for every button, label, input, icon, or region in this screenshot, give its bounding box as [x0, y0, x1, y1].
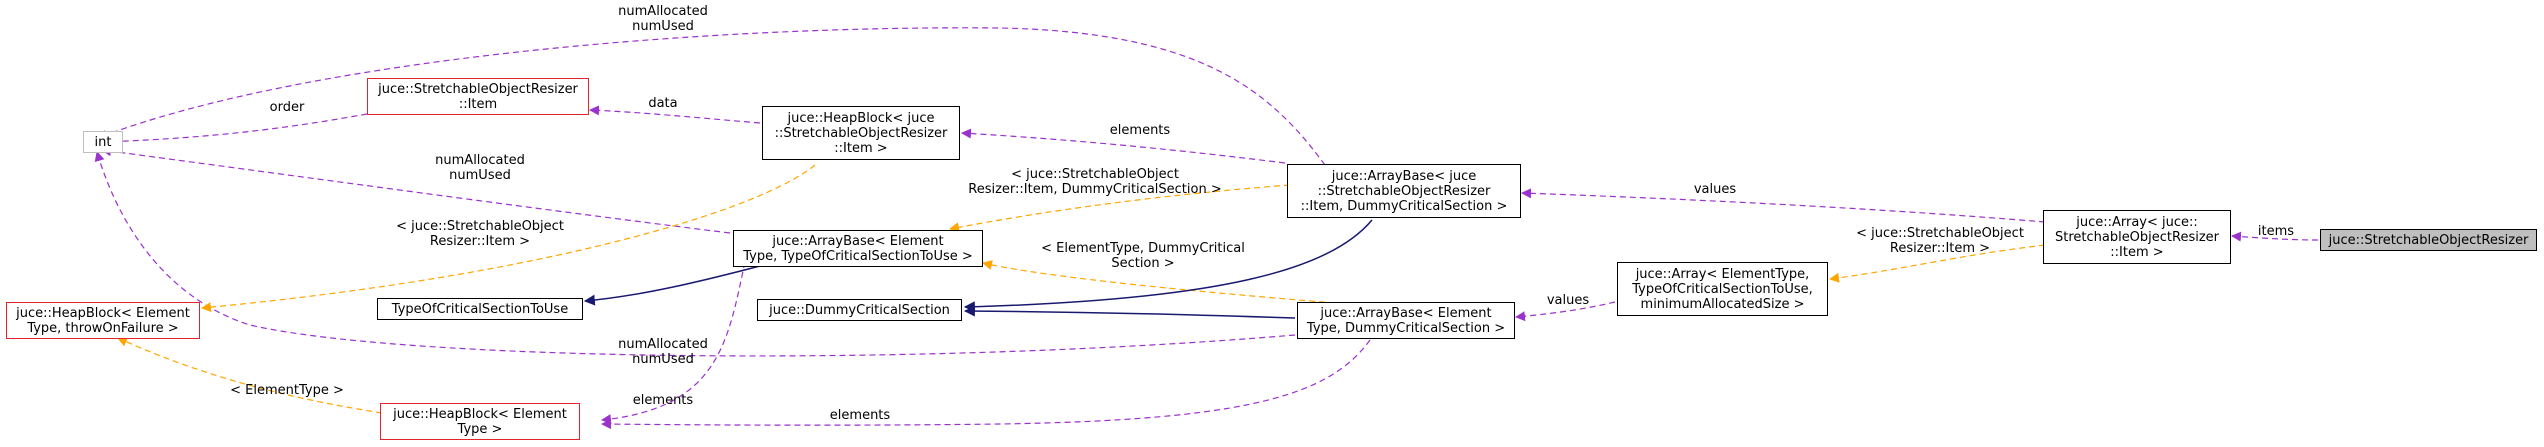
node-arraybase-juce[interactable]: juce::ArrayBase< juce ::StretchableObjec…	[1287, 164, 1521, 218]
label-data: data	[648, 96, 677, 111]
edge-array-generic-to-arraybase-elem-dummy	[1515, 301, 1616, 322]
edge-tmpl-heapblock-item-to-heapblock-generic	[201, 164, 816, 313]
node-heapblock-generic[interactable]: juce::HeapBlock< Element Type, throwOnFa…	[6, 302, 200, 339]
label-order: order	[270, 100, 305, 115]
edge-tmpl-heapblock-elem-to-heapblock-generic	[117, 337, 383, 414]
label-values-mid: values	[1547, 293, 1590, 308]
edge-resizer-to-array-item	[2231, 231, 2319, 242]
node-arraybase-elem-dummy[interactable]: juce::ArrayBase< Element Type, DummyCrit…	[1297, 302, 1515, 339]
edge-array-item-to-arraybase-juce	[1521, 188, 2046, 223]
edge-inherit-arraybase-juce-to-dummycs	[963, 219, 1373, 313]
edge-resizer-item-to-int	[101, 113, 368, 147]
node-dummycs[interactable]: juce::DummyCriticalSection	[757, 299, 962, 321]
node-heapblock-elem[interactable]: juce::HeapBlock< Element Type >	[380, 403, 580, 440]
edge-inherit-arraybase-generic-to-typeofcs	[583, 261, 776, 306]
label-tmpl-elemtype: < ElementType >	[230, 383, 344, 398]
label-values-top: values	[1694, 182, 1737, 197]
edge-arraybase-elem-dummy-to-heapblock-elem	[601, 339, 1371, 430]
edge-tmpl-array-item-to-array-generic	[1829, 244, 2046, 283]
node-array-generic[interactable]: juce::Array< ElementType, TypeOfCritical…	[1617, 262, 1828, 316]
node-resizer-item[interactable]: juce::StretchableObjectResizer ::Item	[367, 78, 589, 115]
label-elements-top: elements	[1110, 123, 1171, 138]
edge-inherit-arraybase-elem-dummy-to-dummycs	[963, 305, 1296, 319]
edge-tmpl-arraybase-elem-dummy-to-arraybase-generic	[982, 260, 1336, 304]
edge-arraybase-juce-to-heapblock-item	[961, 128, 1286, 164]
label-elements-low1: elements	[633, 393, 694, 408]
node-array-item[interactable]: juce::Array< juce:: StretchableObjectRes…	[2043, 210, 2231, 264]
label-items: items	[2258, 224, 2294, 239]
edge-arraybase-elem-dummy-to-int	[94, 151, 1296, 357]
edge-arraybase-generic-to-int	[101, 146, 731, 234]
edge-arraybase-generic-to-heapblock-elem	[601, 261, 746, 425]
node-typeofcs[interactable]: TypeOfCriticalSectionToUse	[377, 298, 583, 320]
edge-heapblock-item-to-resizer-item	[589, 105, 761, 124]
edge-arraybase-juce-to-int	[97, 27, 1326, 166]
node-resizer[interactable]: juce::StretchableObjectResizer	[2320, 229, 2537, 251]
node-arraybase-generic[interactable]: juce::ArrayBase< Element Type, TypeOfCri…	[733, 230, 983, 267]
edge-tmpl-arraybase-juce-to-arraybase-generic	[949, 184, 1291, 233]
node-heapblock-item[interactable]: juce::HeapBlock< juce ::StretchableObjec…	[762, 106, 960, 160]
node-int[interactable]: int	[83, 131, 123, 153]
label-elements-low2: elements	[830, 408, 891, 423]
